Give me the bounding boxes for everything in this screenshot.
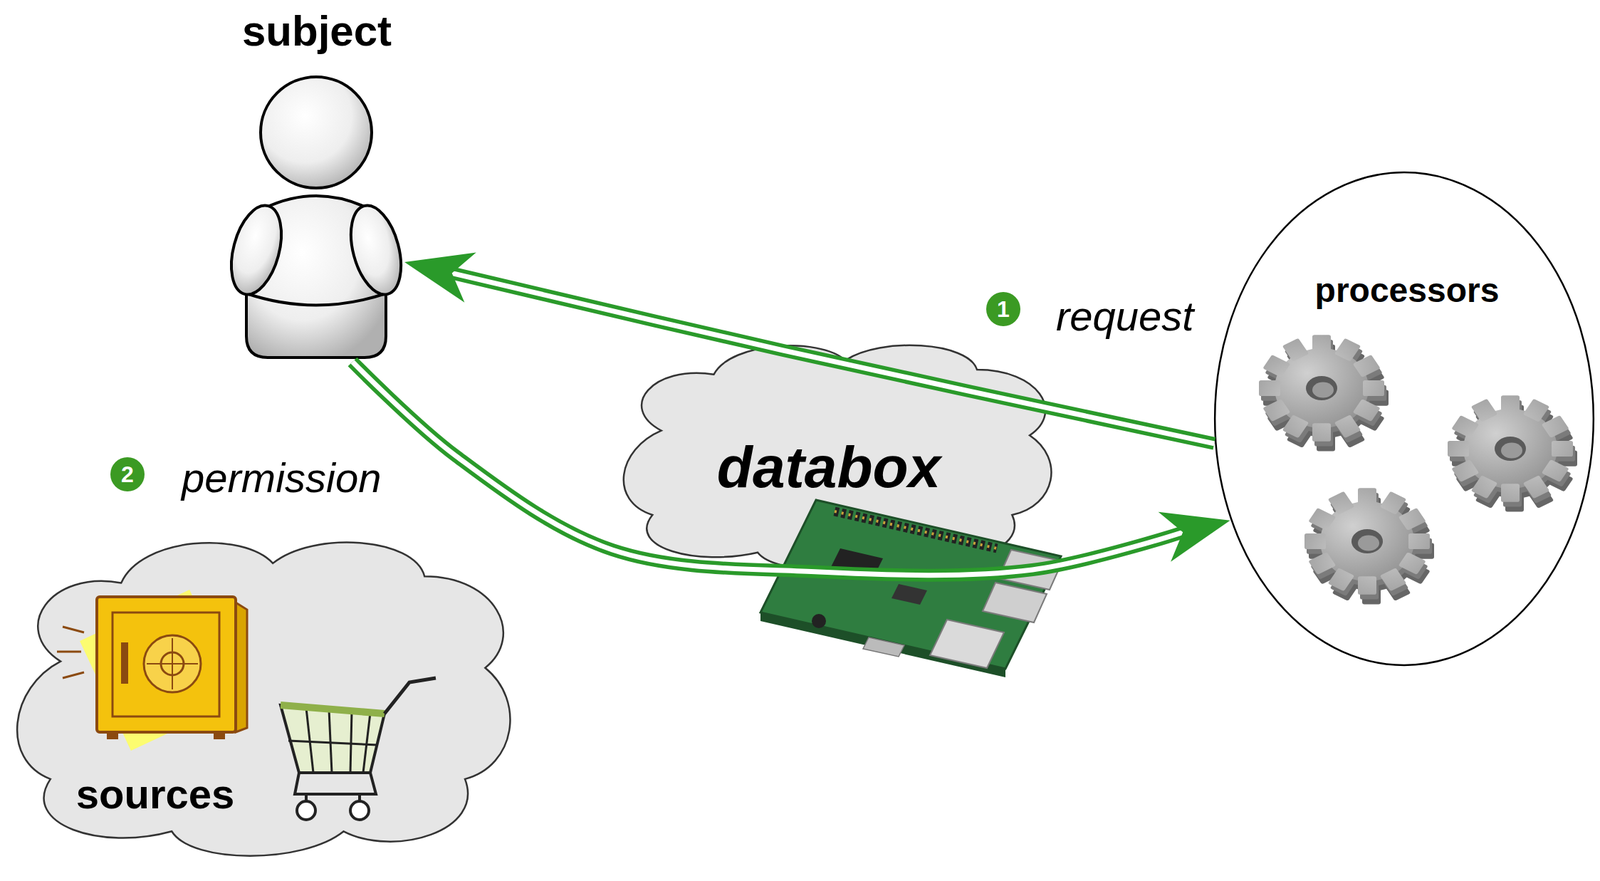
gear-hole-inner bbox=[1357, 535, 1380, 552]
safe-dial bbox=[143, 635, 201, 693]
node-label: processors bbox=[1315, 270, 1500, 310]
safe-side bbox=[235, 602, 248, 732]
cart-slat bbox=[306, 707, 314, 773]
processor-ellipse: processors bbox=[1213, 170, 1596, 667]
callout-anchor: 1 bbox=[986, 291, 1021, 327]
safe-glow bbox=[79, 589, 241, 751]
cart-wheel bbox=[350, 801, 369, 820]
callout-number: 2 bbox=[110, 457, 145, 492]
gear-hole bbox=[1351, 529, 1383, 554]
person-figure bbox=[222, 76, 411, 358]
safe-handle bbox=[121, 642, 129, 684]
cart-slat bbox=[350, 711, 352, 773]
hdmi-port bbox=[863, 637, 905, 657]
ethernet-port bbox=[929, 619, 1005, 668]
ellipse-outline bbox=[1214, 172, 1594, 666]
callout-number: 1 bbox=[986, 291, 1021, 327]
safe-foot bbox=[106, 731, 119, 740]
sources-cloud: sources bbox=[9, 530, 516, 858]
gear-hole bbox=[1305, 375, 1338, 401]
usb-port bbox=[982, 582, 1047, 623]
gear-hole-inner bbox=[1501, 442, 1523, 459]
ellipse-outline bbox=[1213, 170, 1596, 667]
glow-ray bbox=[56, 650, 82, 653]
person-arm bbox=[342, 200, 411, 300]
audio-jack bbox=[811, 613, 826, 629]
gear-hole bbox=[1494, 436, 1526, 461]
node-label: sources bbox=[76, 770, 235, 819]
cloud-outline bbox=[623, 345, 1052, 571]
callout-anchor: 2 bbox=[110, 457, 145, 492]
person-arm bbox=[222, 200, 291, 300]
arrowhead bbox=[404, 252, 477, 303]
cart-wheel bbox=[296, 801, 316, 820]
safe-body bbox=[96, 596, 236, 732]
edge-label-anchor: permission bbox=[181, 454, 381, 503]
edge-label: permission bbox=[181, 454, 381, 503]
person-head bbox=[260, 76, 372, 188]
raspberry-pi-board bbox=[760, 499, 1063, 678]
safe-foot bbox=[213, 731, 226, 740]
safe-door bbox=[112, 612, 220, 717]
arrowhead bbox=[1158, 511, 1231, 562]
cart-bar bbox=[288, 740, 378, 745]
edge-label-anchor: request bbox=[1055, 292, 1194, 341]
cart-basket bbox=[280, 704, 385, 773]
cloud-outline bbox=[17, 542, 510, 856]
edge-label: request bbox=[1055, 292, 1194, 341]
cart-slat bbox=[363, 712, 371, 773]
safe-dial-mark bbox=[146, 662, 198, 665]
node-label: subject bbox=[242, 6, 392, 56]
board bbox=[760, 499, 1061, 669]
gear-hole-inner bbox=[1312, 382, 1334, 399]
subject-node: subject bbox=[227, 5, 406, 362]
person-belt bbox=[246, 293, 386, 306]
cart-slat bbox=[328, 709, 332, 773]
node-label: databox bbox=[717, 433, 941, 501]
databox-cloud: databox bbox=[617, 336, 1056, 572]
small-chip bbox=[891, 583, 928, 605]
